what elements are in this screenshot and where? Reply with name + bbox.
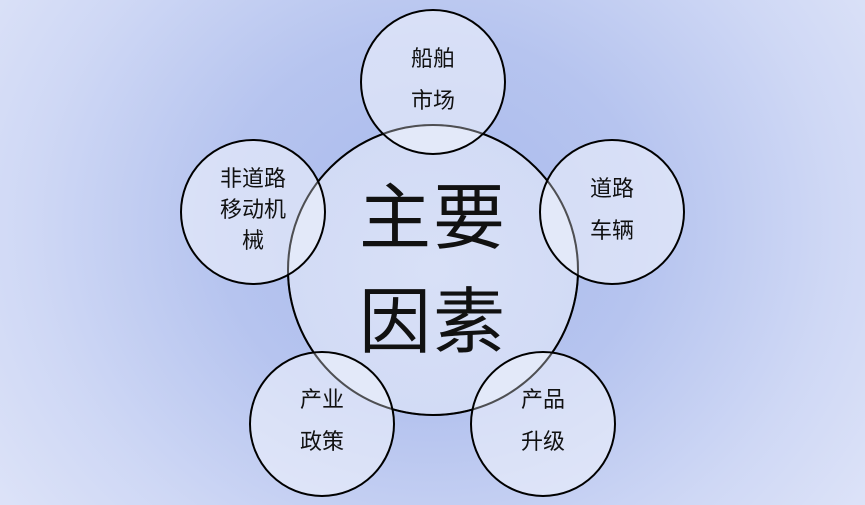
satellite-circle-top <box>360 9 506 155</box>
label-line: 移动机 <box>219 198 286 223</box>
label-line: 械 <box>241 229 264 254</box>
label-line: 政策 <box>299 430 344 455</box>
satellite-label-left: 非道路 移动机 械 <box>183 164 323 257</box>
satellite-label-bottom-left: 产业 政策 <box>252 380 392 464</box>
satellite-circle-left <box>180 139 326 285</box>
label-line: 车辆 <box>589 219 634 244</box>
label-line: 升级 <box>520 430 565 455</box>
satellite-label-right: 道路 车辆 <box>542 169 682 253</box>
center-label: 主要 因素 <box>333 166 533 374</box>
center-label-line-2: 因素 <box>358 280 507 364</box>
label-line: 道路 <box>589 177 634 202</box>
center-label-line-1: 主要 <box>358 176 507 260</box>
main-circle-outline-overlay <box>287 124 579 416</box>
satellite-circle-bottom-right <box>470 351 616 497</box>
label-line: 非道路 <box>219 167 286 192</box>
label-line: 市场 <box>410 89 455 114</box>
label-line: 产业 <box>299 388 344 413</box>
label-line: 产品 <box>520 388 565 413</box>
satellite-circle-right <box>539 139 685 285</box>
satellite-circle-bottom-left <box>249 351 395 497</box>
satellite-label-top: 船舶 市场 <box>363 39 503 123</box>
label-line: 船舶 <box>410 47 455 72</box>
satellite-label-bottom-right: 产品 升级 <box>473 380 613 464</box>
